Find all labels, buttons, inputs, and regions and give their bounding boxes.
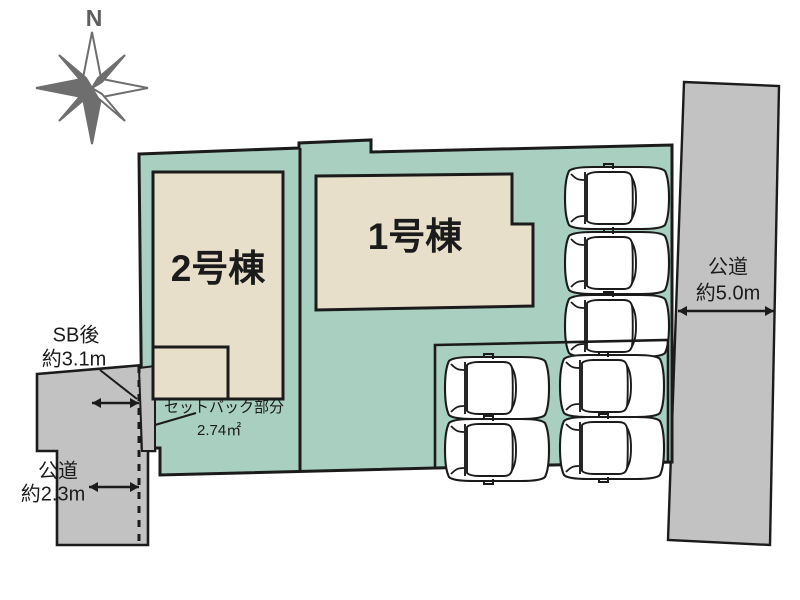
car-top-view-icon xyxy=(563,162,671,234)
building-1-footprint: 1号棟 xyxy=(314,172,535,312)
car-top-view-icon xyxy=(558,412,666,484)
car-space-4 xyxy=(443,352,551,424)
car-top-view-icon xyxy=(563,290,671,362)
car-top-view-icon xyxy=(563,227,671,299)
setback-after-line2: 約3.1m xyxy=(42,347,106,370)
car-space-7 xyxy=(558,412,666,484)
compass-rose-icon: N xyxy=(35,5,149,145)
road-east-label-group: 公道 約5.0m xyxy=(696,255,760,304)
road-east-type-label: 公道 xyxy=(708,255,748,278)
setback-area-label-group: セットバック部分 2.74㎡ xyxy=(164,399,284,439)
setback-area-line1: セットバック部分 xyxy=(164,399,284,416)
building-2-label: 2号棟 xyxy=(171,248,267,289)
car-space-6 xyxy=(443,414,551,486)
car-top-view-icon xyxy=(443,352,551,424)
setback-shape xyxy=(137,364,156,452)
compass-north-label: N xyxy=(86,5,103,31)
car-space-3 xyxy=(563,290,671,362)
arrow-road-southwest-width xyxy=(89,482,139,492)
road-east-width-label: 約5.0m xyxy=(696,281,760,304)
leader-setback-after xyxy=(99,369,138,400)
arrow-setback-width xyxy=(92,398,139,408)
building-2-footprint: 2号棟 xyxy=(151,170,285,401)
road-southwest-width-label: 約2.3m xyxy=(21,482,85,505)
setback-area-line2: 2.74㎡ xyxy=(197,422,241,439)
arrow-road-east-width xyxy=(678,306,774,316)
car-space-2 xyxy=(563,227,671,299)
dimension-arrows xyxy=(89,306,774,492)
leader-setback-area xyxy=(154,412,197,426)
building-1-shape xyxy=(314,172,535,312)
building-2-shape-step xyxy=(151,170,285,401)
setback-region xyxy=(137,364,156,452)
setback-after-line1: SB後 xyxy=(53,323,100,346)
car-space-5 xyxy=(558,350,666,422)
car-space-1 xyxy=(563,162,671,234)
road-southwest-label-group: 公道 約2.3m xyxy=(21,459,85,505)
setback-after-label-group: SB後 約3.1m xyxy=(42,323,106,370)
parking-column-east xyxy=(563,162,671,362)
car-top-view-icon xyxy=(443,414,551,486)
parking-block-south xyxy=(433,338,670,486)
parking-bay-outline xyxy=(433,338,670,470)
leader-lines xyxy=(99,369,197,426)
building-1-label: 1号棟 xyxy=(368,216,464,257)
road-southwest-type-label: 公道 xyxy=(38,459,78,482)
car-top-view-icon xyxy=(558,350,666,422)
